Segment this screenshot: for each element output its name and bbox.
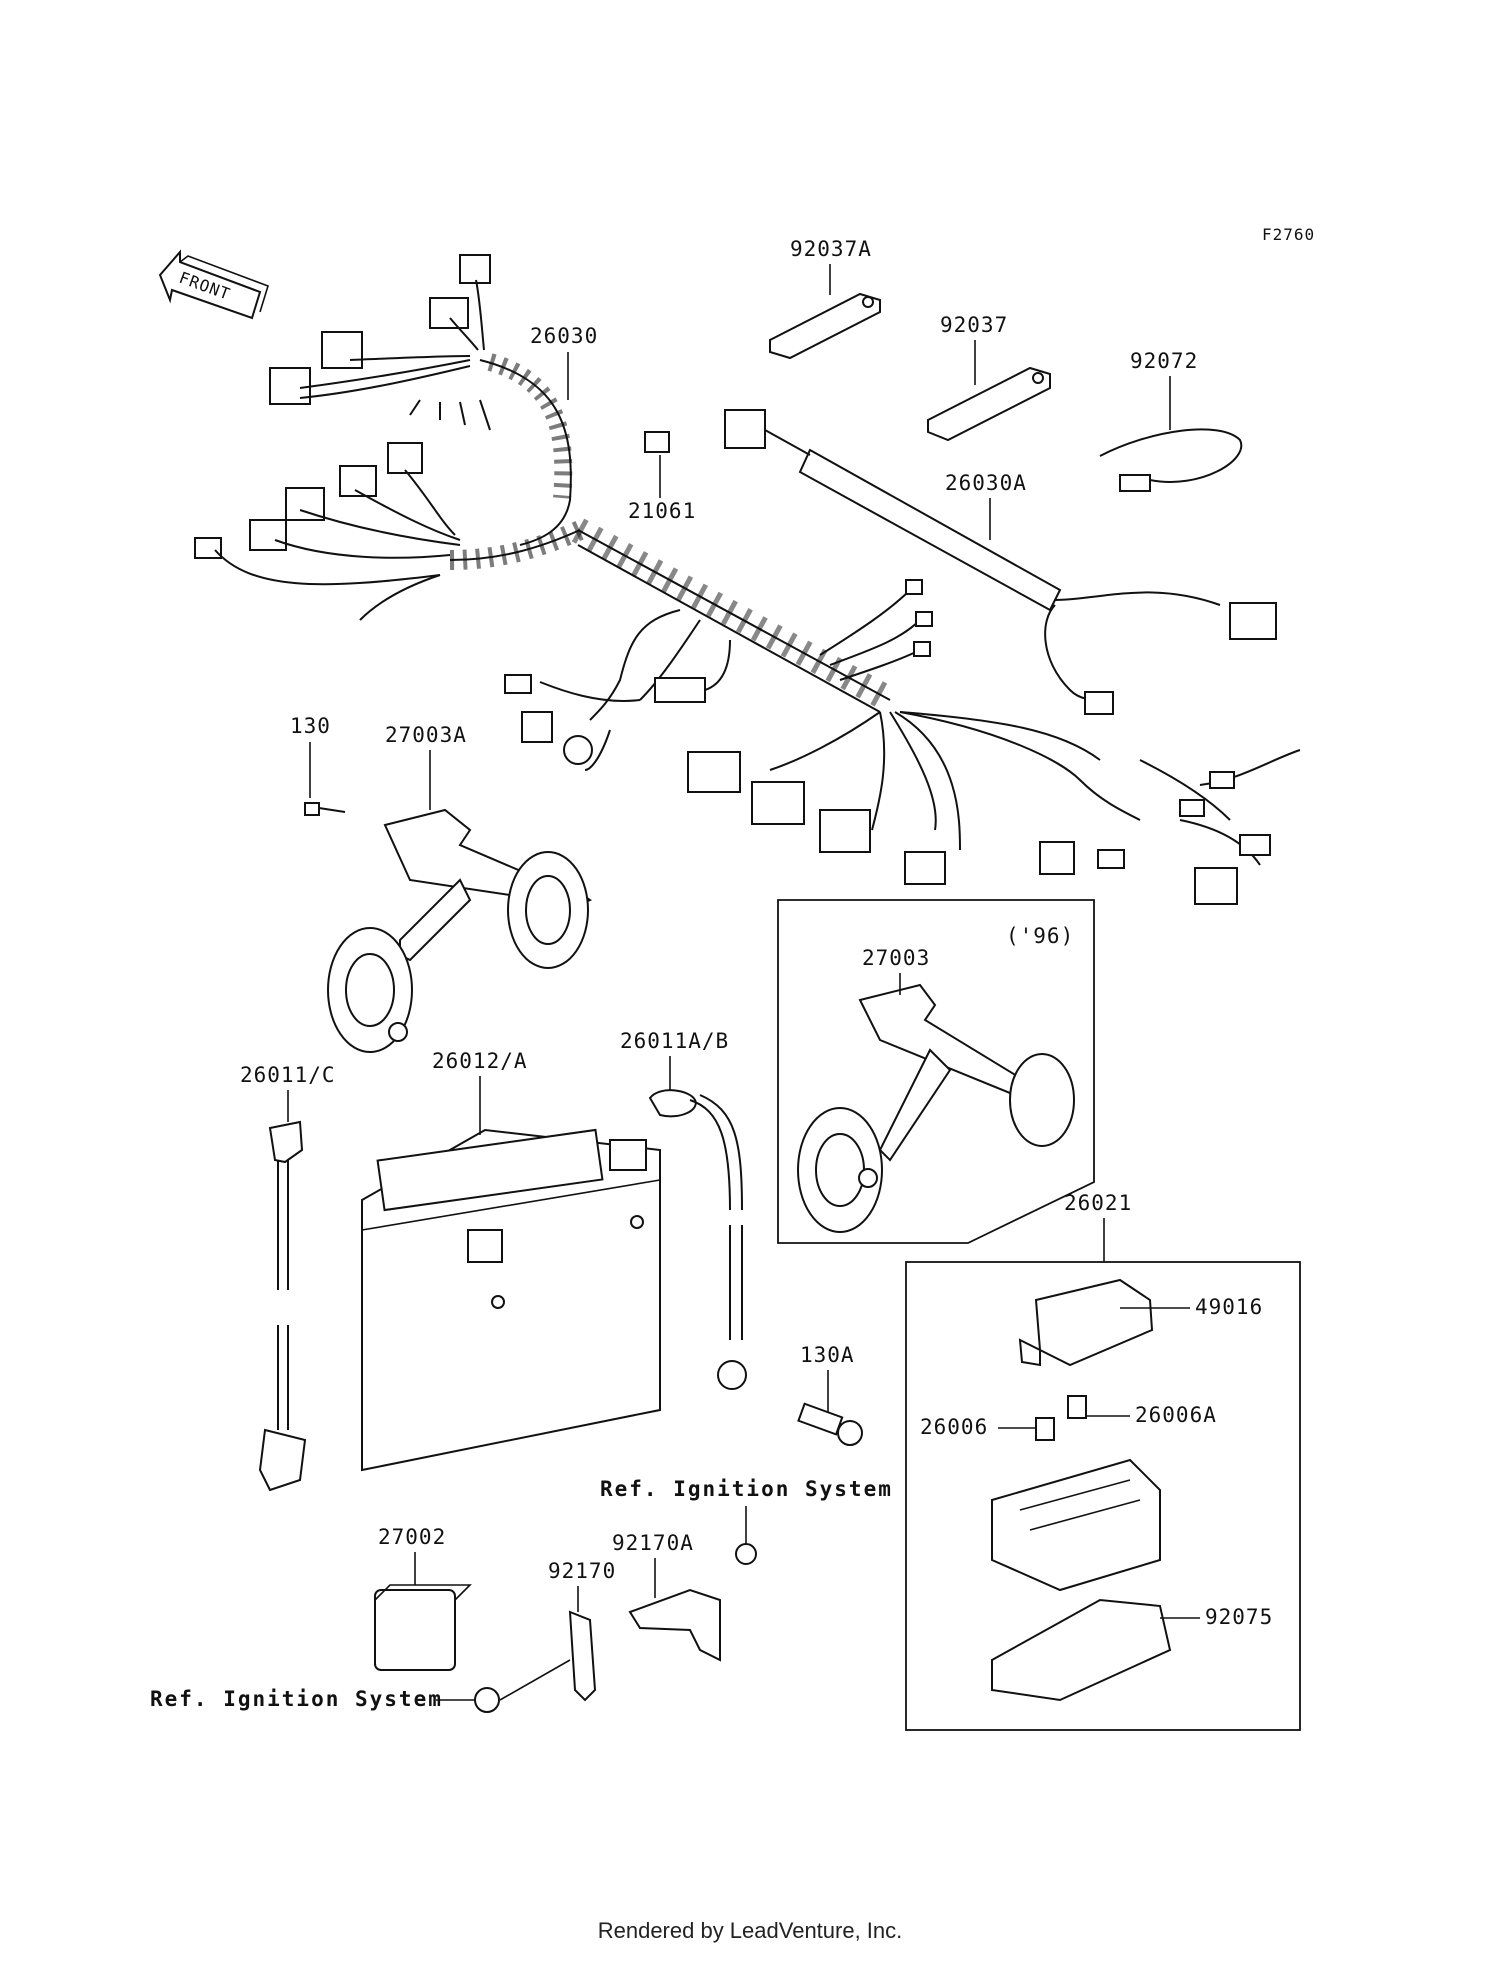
ref-ignition-top: Ref. Ignition System xyxy=(600,1477,893,1544)
reference-ignition-top: Ref. Ignition System xyxy=(600,1477,893,1501)
fuse-box-base-92075 xyxy=(991,1598,1172,1702)
label-26006A: 26006A xyxy=(1086,1403,1217,1427)
fuse-26006A xyxy=(1067,1395,1087,1419)
bracket-92170A xyxy=(628,1543,757,1662)
relay-27002 xyxy=(374,1584,472,1671)
label-27003A: 27003A xyxy=(385,723,467,810)
part-label-26030A: 26030A xyxy=(945,471,1027,495)
part-label-26030: 26030 xyxy=(530,324,598,348)
bracket-92170 xyxy=(474,1610,597,1713)
fuse-26006 xyxy=(1035,1417,1055,1441)
label-26030A: 26030A xyxy=(945,471,1027,540)
front-arrow-icon: FRONT xyxy=(158,249,269,320)
cable-26011C xyxy=(258,1120,307,1492)
fuse-box-frame-26021 xyxy=(905,1261,1301,1731)
part-label-49016: 49016 xyxy=(1195,1295,1263,1319)
part-label-92072: 92072 xyxy=(1130,349,1198,373)
horn-assembly-27003A xyxy=(327,808,592,1053)
cable-26011AB xyxy=(648,1089,747,1390)
label-27002: 27002 xyxy=(378,1525,446,1585)
part-label-26006A: 26006A xyxy=(1135,1403,1217,1427)
label-26011AB: 26011A/B xyxy=(620,1029,729,1090)
horn-assembly-27003 xyxy=(797,983,1075,1233)
sub-harness-26030A xyxy=(724,409,1277,715)
part-label-92075: 92075 xyxy=(1205,1605,1273,1629)
label-21061: 21061 xyxy=(628,455,696,523)
part-label-92170: 92170 xyxy=(548,1559,616,1583)
label-92037A: 92037A xyxy=(790,237,872,295)
part-label-26006: 26006 xyxy=(920,1415,988,1439)
footer-credit: Rendered by LeadVenture, Inc. xyxy=(597,1918,903,1943)
part-label-92037: 92037 xyxy=(940,313,1008,337)
part-label-130: 130 xyxy=(290,714,331,738)
part-label-92037A: 92037A xyxy=(790,237,872,261)
label-26012A: 26012/A xyxy=(432,1049,528,1135)
label-92075: 92075 xyxy=(1160,1605,1273,1629)
connector-21061 xyxy=(644,431,670,453)
fuse-block xyxy=(991,1458,1161,1592)
band-92037 xyxy=(927,366,1051,442)
part-label-26011C: 26011/C xyxy=(240,1063,336,1087)
label-130A: 130A xyxy=(800,1343,855,1412)
part-label-27003: 27003 xyxy=(862,946,930,970)
figure-code: F2760 xyxy=(1262,225,1315,244)
label-27003: 27003 xyxy=(862,946,930,995)
main-wiring-harness xyxy=(194,254,1301,905)
label-26021: 26021 xyxy=(1064,1191,1132,1262)
label-26006: 26006 xyxy=(920,1415,1036,1439)
label-26011C: 26011/C xyxy=(240,1063,336,1122)
reference-ignition-bottom: Ref. Ignition System xyxy=(150,1687,443,1711)
label-26030: 26030 xyxy=(530,324,598,400)
model-year-note: ('96) xyxy=(1006,924,1074,948)
part-label-27002: 27002 xyxy=(378,1525,446,1549)
part-label-27003A: 27003A xyxy=(385,723,467,747)
label-92072: 92072 xyxy=(1130,349,1198,430)
part-label-92170A: 92170A xyxy=(612,1531,694,1555)
label-92037: 92037 xyxy=(940,313,1008,385)
part-label-26011AB: 26011A/B xyxy=(620,1029,729,1053)
part-label-26012A: 26012/A xyxy=(432,1049,528,1073)
label-130: 130 xyxy=(290,714,331,798)
label-49016: 49016 xyxy=(1120,1295,1263,1319)
part-label-130A: 130A xyxy=(800,1343,855,1367)
variant-box-96 xyxy=(777,899,1095,1244)
bolt-130A xyxy=(797,1402,863,1446)
band-92037A xyxy=(769,292,881,360)
ref-ignition-bottom: Ref. Ignition System xyxy=(150,1687,476,1711)
battery-26012A xyxy=(361,1128,661,1472)
bolt-130 xyxy=(304,802,346,816)
label-92170: 92170 xyxy=(548,1559,616,1612)
part-label-21061: 21061 xyxy=(628,499,696,523)
clamp-92072 xyxy=(1099,428,1243,492)
fuse-box-cover-49016 xyxy=(1018,1278,1154,1367)
part-label-26021: 26021 xyxy=(1064,1191,1132,1215)
label-92170A: 92170A xyxy=(612,1531,694,1598)
